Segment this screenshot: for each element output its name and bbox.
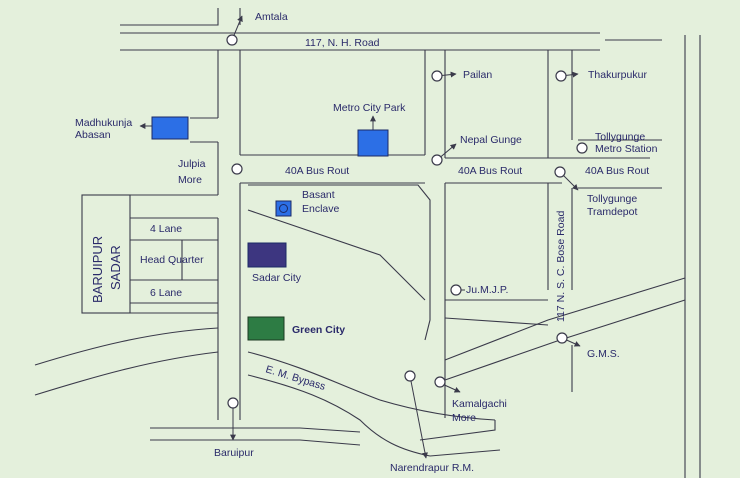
baruipur-sadar-label-1: BARUIPUR <box>90 236 105 303</box>
narendrapur-label: Narendrapur R.M. <box>390 462 474 474</box>
metro-city-park-label: Metro City Park <box>333 102 406 114</box>
place-node-icon <box>450 284 462 296</box>
place-node-icon <box>554 166 566 178</box>
enclave-label: Enclave <box>302 203 340 215</box>
place-node-icon <box>226 34 238 46</box>
place-node-icon <box>434 376 446 388</box>
bus-route-west-label: 40A Bus Rout <box>285 165 349 177</box>
place-node-icon <box>431 70 443 82</box>
nsc-bose-road-label: 117 N. S. C. Bose Road <box>555 211 567 322</box>
kamalgachi-label: Kamalgachi <box>452 398 507 410</box>
julpia-more-label: More <box>178 174 202 186</box>
six-lane-label: 6 Lane <box>150 287 182 299</box>
square-marker-icon <box>275 200 292 217</box>
jumjp-label: Ju.M.J.P. <box>466 284 508 296</box>
bus-route-mid-label: 40A Bus Rout <box>458 165 522 177</box>
pailan-label: Pailan <box>463 69 492 81</box>
bus-route-east-label: 40A Bus Rout <box>585 165 649 177</box>
place-node-icon <box>279 204 288 213</box>
tollygunge-metro-label-1: Tollygunge <box>595 131 645 143</box>
tollygunge-metro-label-2: Metro Station <box>595 143 658 155</box>
place-node-icon <box>231 163 243 175</box>
square-marker-icon <box>151 116 189 140</box>
kamalgachi-more-label: More <box>452 412 476 424</box>
gms-label: G.M.S. <box>587 348 620 360</box>
place-node-icon <box>576 142 588 154</box>
place-node-icon <box>556 332 568 344</box>
four-lane-label: 4 Lane <box>150 223 182 235</box>
square-marker-icon <box>247 242 287 268</box>
green-city-label: Green City <box>292 324 345 336</box>
madhukunja-label: Madhukunja <box>75 117 132 129</box>
basant-label: Basant <box>302 189 335 201</box>
tollygunge-tram-label-1: Tollygunge <box>587 193 637 205</box>
tollygunge-tram-label-2: Tramdepot <box>587 206 637 218</box>
thakurpukur-label: Thakurpukur <box>588 69 647 81</box>
abasan-label: Abasan <box>75 129 111 141</box>
baruipur-label: Baruipur <box>214 447 254 459</box>
place-node-icon <box>227 397 239 409</box>
place-node-icon <box>431 154 443 166</box>
place-labels: Amtala Pailan Thakurpukur Madhukunja Aba… <box>75 11 658 474</box>
map-markers <box>151 116 389 341</box>
place-node-icon <box>555 70 567 82</box>
julpia-label: Julpia <box>178 158 206 170</box>
nh-road-label: 117, N. H. Road <box>305 37 380 49</box>
nepal-gunge-label: Nepal Gunge <box>460 134 522 146</box>
sadar-city-label: Sadar City <box>252 272 302 284</box>
road-network <box>34 8 701 478</box>
baruipur-sadar-label-2: SADAR <box>108 245 123 290</box>
square-marker-icon <box>247 316 285 341</box>
head-quarter-label: Head Quarter <box>140 254 204 266</box>
direction-arrow-icon <box>409 375 428 459</box>
amtala-label: Amtala <box>255 11 288 23</box>
road-labels: 117, N. H. Road 40A Bus Rout 40A Bus Rou… <box>150 37 649 393</box>
place-node-icon <box>404 370 416 382</box>
square-marker-icon <box>357 129 389 157</box>
place-nodes <box>226 34 588 409</box>
